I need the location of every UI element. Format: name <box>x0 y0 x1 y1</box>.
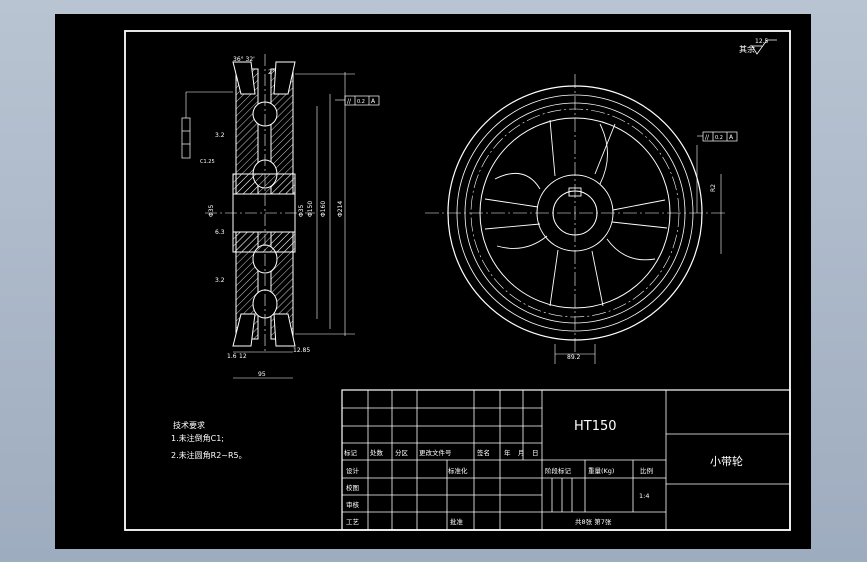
hub-top <box>232 173 296 195</box>
dim-side-c: 12.85 <box>293 347 310 354</box>
tol-value: 0.2 <box>357 99 365 105</box>
dim-groove-width: 2° <box>268 69 275 76</box>
roughness-label: 其余 <box>739 44 755 54</box>
dim-width: 95 <box>258 371 266 378</box>
dim-bore: Φ35 <box>208 204 215 217</box>
hdr-year: 年 <box>504 448 511 457</box>
col-stage: 阶段标记 <box>545 466 572 475</box>
roughness-symbol-general: 其余 12.5 <box>739 38 777 55</box>
tolerance-frame-front: // 0.2 A <box>697 131 738 142</box>
tol-front-datum: A <box>729 134 734 141</box>
rough-1: 3.2 <box>215 132 225 139</box>
hub-bottom <box>232 231 296 253</box>
front-view <box>425 74 725 364</box>
hdr-signature: 签名 <box>477 448 490 457</box>
section-view: Φ35 Φ150 Φ160 Φ214 Φ35 36° 32' 2° C1.25 … <box>181 54 380 379</box>
tol-datum: A <box>371 98 376 105</box>
hdr-zone: 分区 <box>395 448 409 457</box>
roughness-marks-section: 3.2 6.3 3.2 <box>215 132 225 284</box>
left-datum-frame <box>181 91 233 159</box>
title-block-text: HT150 小带轮 标记 处数 分区 更改文件号 签名 年 月 日 设计 标准化… <box>344 419 743 526</box>
notes-line-1: 1.未注倒角C1; <box>171 433 224 443</box>
row-process: 工艺 <box>346 518 360 526</box>
dim-chamfer: C1.25 <box>200 159 215 165</box>
hdr-change-doc: 更改文件号 <box>419 448 452 457</box>
tol-symbol: // <box>347 98 352 105</box>
sheet-count: 共8张 第7张 <box>575 517 612 526</box>
rough-2: 6.3 <box>215 229 225 236</box>
row-standardize: 标准化 <box>448 466 468 475</box>
technical-notes: 技术要求 1.未注倒角C1; 2.未注圆角R2~R5。 <box>171 420 247 460</box>
notes-line-2: 2.未注圆角R2~R5。 <box>171 450 247 460</box>
tolerance-frame-section: // 0.2 A <box>335 95 380 106</box>
material: HT150 <box>574 419 617 434</box>
row-check: 校图 <box>346 483 359 492</box>
dim-outer: Φ214 <box>337 201 344 217</box>
hdr-count: 处数 <box>370 448 384 457</box>
tol-front-value: 0.2 <box>715 135 723 141</box>
row-design: 设计 <box>346 466 360 475</box>
dim-rim-big: Φ160 <box>320 201 327 217</box>
dim-r: R2 <box>710 184 717 192</box>
cad-drawing-viewport[interactable]: 其余 12.5 <box>55 14 811 549</box>
col-ratio: 比例 <box>640 466 653 475</box>
belt-pulley-drawing: 其余 12.5 <box>124 30 791 531</box>
dim-rim-mid: Φ150 <box>307 201 314 217</box>
hdr-mark: 标记 <box>344 448 358 457</box>
dim-hub: Φ35 <box>298 204 305 217</box>
rough-3: 3.2 <box>215 277 225 284</box>
dim-side-b: 12 <box>239 353 247 360</box>
col-weight: 重量(Kg) <box>588 467 614 475</box>
row-review: 审核 <box>346 500 360 509</box>
dim-angle-top: 36° 32' <box>233 56 255 63</box>
roughness-value: 12.5 <box>755 38 769 45</box>
dim-keyway: 89.2 <box>567 354 581 361</box>
hdr-month: 月 <box>518 449 525 457</box>
dim-side-a: 1.6 <box>227 353 237 360</box>
tol-front-symbol: // <box>705 134 710 141</box>
ratio-value: 1:4 <box>639 492 649 500</box>
title-block <box>341 389 791 531</box>
part-name: 小带轮 <box>710 454 743 468</box>
notes-title: 技术要求 <box>173 420 205 430</box>
row-approve: 批准 <box>450 517 464 526</box>
hdr-day: 日 <box>532 449 539 457</box>
